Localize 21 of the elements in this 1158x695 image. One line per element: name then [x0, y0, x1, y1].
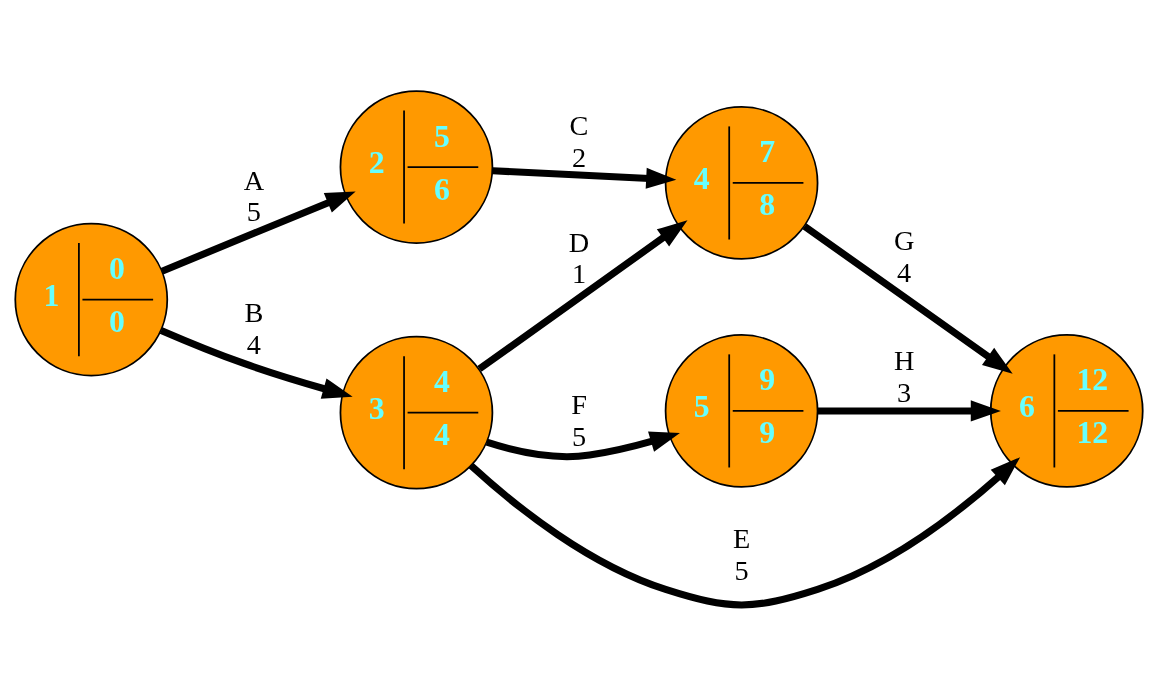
- arrow: [468, 456, 1021, 608]
- arrow: [159, 326, 353, 399]
- node-circle: 2 5 6: [339, 89, 494, 244]
- edge-label: F 5: [571, 388, 587, 452]
- arrow: [802, 223, 1013, 374]
- node-circle: 1 0 0: [14, 222, 169, 376]
- arrow: [817, 399, 1001, 421]
- edge-label: B 4: [244, 296, 264, 360]
- node-circle: 4 7 8: [664, 105, 819, 260]
- arrow: [492, 166, 677, 189]
- edge-label: E 5: [732, 522, 751, 586]
- edge-label: C 2: [569, 109, 589, 173]
- arrow: [160, 190, 356, 274]
- arrow: [477, 219, 688, 372]
- edge-label: G 4: [893, 224, 915, 288]
- node-circle: 5 9 9: [664, 333, 819, 488]
- edge-label: H 3: [893, 344, 915, 408]
- edge-label: D 1: [568, 226, 590, 289]
- edge-label: A 5: [243, 164, 265, 227]
- arrow: [485, 431, 680, 460]
- node-circle: 3 4 4: [339, 335, 494, 490]
